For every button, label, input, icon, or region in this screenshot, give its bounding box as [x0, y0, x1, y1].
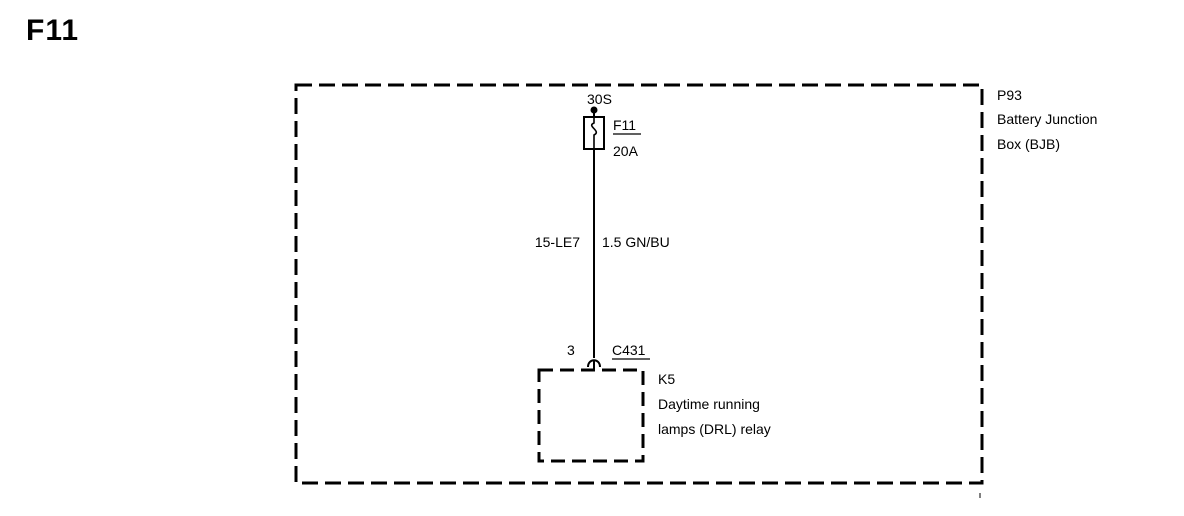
junction-box-outline	[294, 83, 984, 485]
relay-id: K5	[658, 371, 675, 387]
connector-id: C431	[612, 342, 646, 358]
connector-pin: 3	[567, 342, 575, 358]
page-title: F11	[26, 14, 80, 47]
fuse-id: F11	[613, 117, 636, 133]
fuse-supply-label: 30S	[587, 91, 612, 107]
wire-circuit-label: 15-LE7	[535, 234, 580, 250]
fuse-icon	[583, 116, 605, 150]
fuse-rating: 20A	[613, 143, 639, 159]
junction-box-name-line1: Battery Junction	[997, 111, 1097, 127]
connector-pin-icon	[587, 359, 601, 368]
junction-box-id: P93	[997, 87, 1022, 103]
relay-outline	[537, 368, 645, 463]
junction-box-name-line2: Box (BJB)	[997, 136, 1060, 152]
wire-spec-label: 1.5 GN/BU	[602, 234, 670, 250]
relay-name-line2: lamps (DRL) relay	[658, 421, 771, 437]
relay-name-line1: Daytime running	[658, 396, 760, 412]
